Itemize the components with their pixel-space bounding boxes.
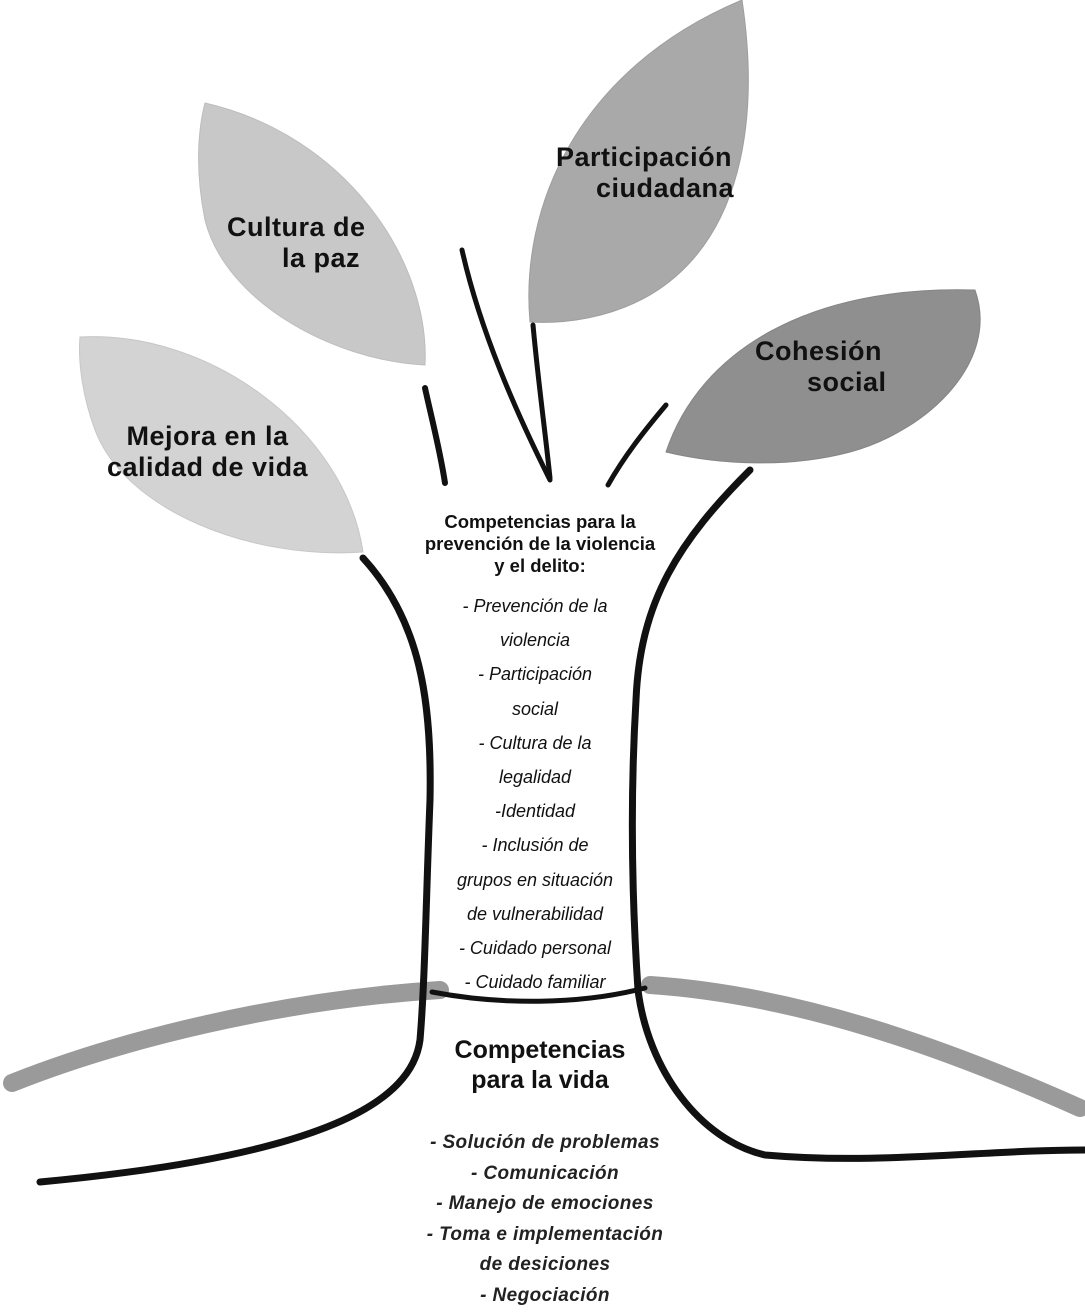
list-item: violencia: [499, 630, 571, 651]
list-item: grupos en situación: [456, 869, 614, 890]
list-item: de desiciones: [479, 1254, 611, 1276]
leaf-label-line: calidad de vida: [107, 452, 309, 482]
roots-competencies-list: - Solución de problemas - Comunicación -…: [380, 1128, 710, 1312]
list-item: - Prevención de la: [462, 596, 608, 616]
leaf-label-cohesion-social: Cohesión social: [755, 336, 887, 398]
list-item: - Comunicación: [470, 1162, 620, 1184]
branch-center-left: [459, 247, 553, 483]
ground-band-left: [3, 981, 449, 1092]
trunk-right-outline: [628, 466, 1085, 1162]
trunk-title-line: prevención de la violencia: [424, 533, 656, 554]
trunk-left-outline: [36, 554, 434, 1186]
list-item: - Participación: [477, 664, 593, 685]
leaf-mejora-calidad-vida: [79, 336, 364, 554]
leaf-cohesion-social: [665, 289, 981, 464]
list-item: - Cultura de la: [478, 732, 592, 753]
trunk-title-line: Competencias para la: [444, 511, 636, 532]
leaf-cultura-de-la-paz: [198, 102, 426, 366]
trunk-competencies-list: - Prevención de la violencia - Participa…: [405, 589, 665, 999]
branch-right-inner: [605, 402, 669, 488]
leaf-label-line: Cultura de: [227, 212, 366, 242]
list-item: social: [511, 698, 559, 719]
list-item: - Toma e implementación: [426, 1223, 664, 1245]
list-item: de vulnerabilidad: [466, 903, 604, 924]
branch-center-right: [530, 322, 553, 481]
leaf-label-line: Mejora en la: [126, 421, 289, 451]
leaf-participacion-ciudadana: [528, 0, 749, 323]
leaf-label-line: Cohesión: [755, 336, 883, 366]
list-item: - Inclusión de: [481, 835, 589, 856]
leaf-label-line: la paz: [282, 243, 361, 273]
ground-band-right: [641, 976, 1085, 1117]
list-item: legalidad: [498, 767, 572, 788]
leaf-label-cultura-de-la-paz: Cultura de la paz: [227, 212, 366, 274]
trunk-title-line: y el delito:: [494, 555, 586, 576]
leaf-label-line: social: [807, 367, 887, 397]
roots-title: Competencias para la vida: [400, 1035, 680, 1095]
leaf-label-participacion-ciudadana: Participación ciudadana: [556, 142, 734, 204]
list-item: - Solución de problemas: [430, 1132, 660, 1153]
roots-title-line: Competencias: [454, 1036, 626, 1064]
list-item: -Identidad: [494, 801, 576, 822]
leaf-label-mejora-calidad-vida: Mejora en la calidad de vida: [107, 421, 308, 483]
list-item: - Manejo de emociones: [436, 1193, 654, 1215]
branch-left-inner: [422, 385, 448, 486]
list-item: - Cuidado personal: [458, 938, 612, 959]
leaf-label-line: ciudadana: [596, 173, 735, 203]
trunk-ground-line: [429, 985, 648, 1004]
list-item: - Negociación: [480, 1284, 610, 1306]
roots-title-line: para la vida: [471, 1066, 609, 1094]
trunk-title: Competencias para la prevención de la vi…: [380, 511, 700, 577]
leaf-label-line: Participación: [556, 142, 733, 172]
list-item: - Cuidado familiar: [464, 972, 606, 993]
